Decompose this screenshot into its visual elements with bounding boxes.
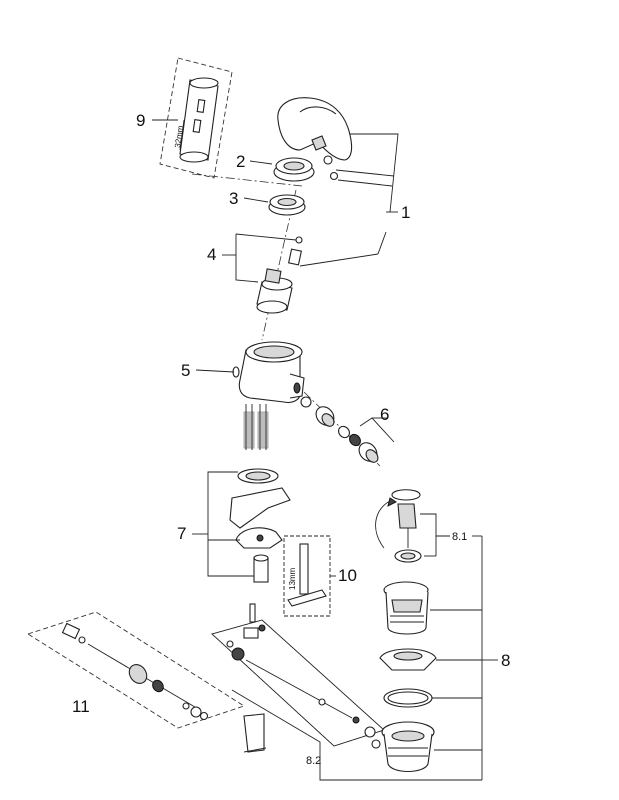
callout-6: 6 — [380, 405, 389, 424]
dimension-13mm: 13mm — [288, 567, 297, 590]
dimension-32mm: 32mm — [173, 125, 185, 149]
callout-5: 5 — [181, 361, 190, 380]
callout-8-1: 8.1 — [452, 531, 467, 543]
part-8-1-popup-plug — [375, 489, 422, 563]
callout-9: 9 — [136, 111, 145, 130]
part-11-lift-rod — [26, 611, 246, 729]
part-6-aerator — [300, 391, 381, 467]
part-4-cartridge — [256, 236, 303, 314]
callout-11: 11 — [72, 697, 90, 716]
callout-8: 8 — [501, 651, 510, 670]
part-9-cartridge-tool: 32mm — [159, 57, 233, 179]
callout-1: 1 — [401, 203, 410, 222]
callout-3: 3 — [229, 189, 238, 208]
callout-4: 4 — [207, 245, 216, 264]
callout-7: 7 — [177, 524, 186, 543]
callout-2: 2 — [236, 152, 245, 171]
callout-8-2: 8.2 — [306, 755, 321, 767]
part-2-cap-ring — [273, 157, 315, 182]
callout-10: 10 — [338, 566, 357, 585]
part-1-lever-handle — [277, 97, 353, 181]
part-3-nut-ring — [268, 194, 306, 216]
part-7-mounting-set — [229, 468, 291, 583]
part-10-socket-tool: 13mm — [283, 535, 331, 617]
part-8-waste-body — [379, 581, 437, 773]
part-5-mixer-body — [232, 341, 305, 450]
part-8-2-popup-rod — [211, 603, 385, 753]
